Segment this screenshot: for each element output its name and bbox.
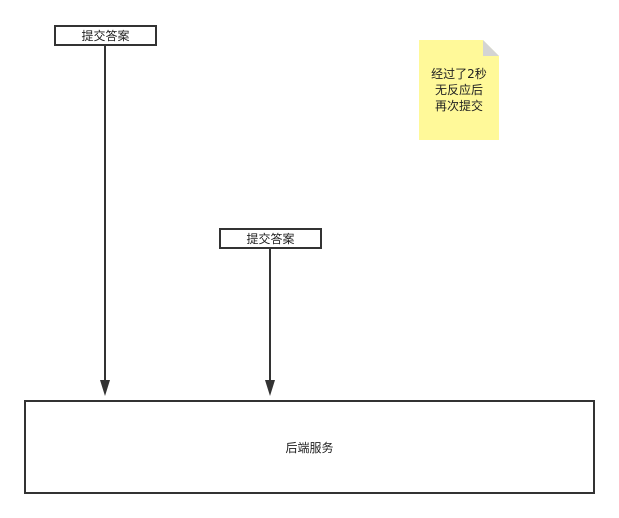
note-line: 经过了2秒 (431, 67, 487, 81)
backend-service-node: 后端服务 (24, 400, 595, 494)
edge-submit-first-to-backend (100, 46, 110, 396)
note-text: 经过了2秒 无反应后 再次提交 (419, 66, 499, 114)
sticky-note: 经过了2秒 无反应后 再次提交 (419, 40, 499, 140)
submit-answer-node-first: 提交答案 (54, 25, 157, 46)
note-line: 再次提交 (434, 99, 483, 113)
submit-answer-node-second: 提交答案 (219, 228, 322, 249)
note-line: 无反应后 (434, 83, 483, 97)
note-shape (419, 40, 499, 140)
edge-submit-second-to-backend (265, 249, 275, 396)
arrowhead-icon (100, 380, 110, 396)
note-fold-icon (483, 40, 499, 56)
arrowhead-icon (265, 380, 275, 396)
